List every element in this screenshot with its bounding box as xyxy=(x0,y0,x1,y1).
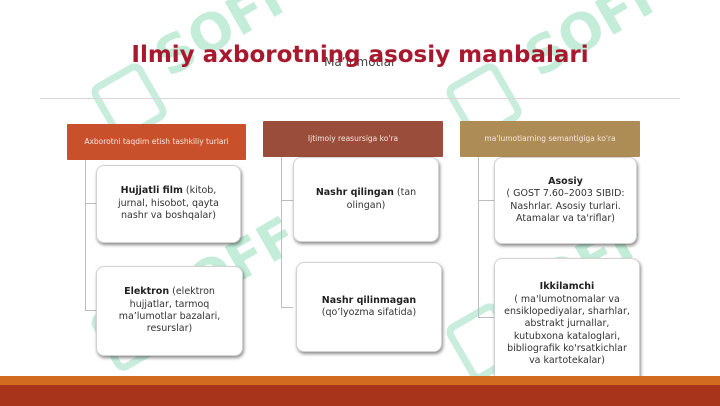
connector-3b xyxy=(478,317,494,318)
node-title: Asosiy xyxy=(548,175,583,187)
column-header-1: Axborotni taqdim etish tashkiliy turlari xyxy=(67,124,246,160)
node-nashr-qilinmagan: Nashr qilinmagan (qo’lyozma sifatida) xyxy=(296,262,442,352)
node-nashr-qilingan: Nashr qilingan (tan olingan) xyxy=(293,157,439,242)
connector-3 xyxy=(478,157,479,317)
node-text: ( GOST 7.60–2003 SIBID: Nashrlar. Asosiy… xyxy=(506,188,625,224)
connector-2b xyxy=(281,307,293,308)
footer-band xyxy=(0,376,720,406)
footer-band-top xyxy=(0,376,720,385)
node-text: ( ma'lumotnomalar va ensiklopediyalar, s… xyxy=(504,293,630,367)
node-title: Nashr qilinmagan xyxy=(321,294,417,306)
connector-2 xyxy=(281,157,282,307)
footer-band-bottom xyxy=(0,385,720,406)
connector-2a xyxy=(281,200,293,201)
slide-subtitle: Ma’lumotlar xyxy=(324,55,396,69)
node-title: Ikkilamchi xyxy=(539,281,595,293)
connector-1a xyxy=(85,203,96,204)
node-hujjatli-film: Hujjatli film (kitob, jurnal, hisobot, q… xyxy=(96,165,241,243)
node-ikkilamchi: Ikkilamchi( ma'lumotnomalar va ensiklope… xyxy=(494,258,640,391)
connector-3a xyxy=(478,200,494,201)
node-text: (kitob, jurnal, hisobot, qayta nashr va … xyxy=(118,185,219,222)
node-text: (elektron hujjatlar, tarmoq ma’lumotlar … xyxy=(118,286,221,335)
node-title: Elektron xyxy=(124,286,170,298)
node-elektron: Elektron (elektron hujjatlar, tarmoq ma’… xyxy=(96,266,243,356)
column-header-2: Ijtimoiy reasursiga ko'ra xyxy=(263,121,443,157)
node-text: (tan olingan) xyxy=(346,187,417,211)
connector-1b xyxy=(85,310,96,311)
connector-1 xyxy=(85,160,86,310)
slide-title: Ilmiy axborotning asosiy manbalari xyxy=(131,42,589,68)
node-title: Hujjatli film xyxy=(120,185,183,197)
title-divider xyxy=(40,98,680,99)
node-asosiy: Asosiy( GOST 7.60–2003 SIBID: Nashrlar. … xyxy=(494,157,637,244)
node-text: (qo’lyozma sifatida) xyxy=(321,307,417,318)
column-header-3: ma'lumotlarning semantigiga ko'ra xyxy=(460,121,640,157)
node-title: Nashr qilingan xyxy=(315,187,394,199)
